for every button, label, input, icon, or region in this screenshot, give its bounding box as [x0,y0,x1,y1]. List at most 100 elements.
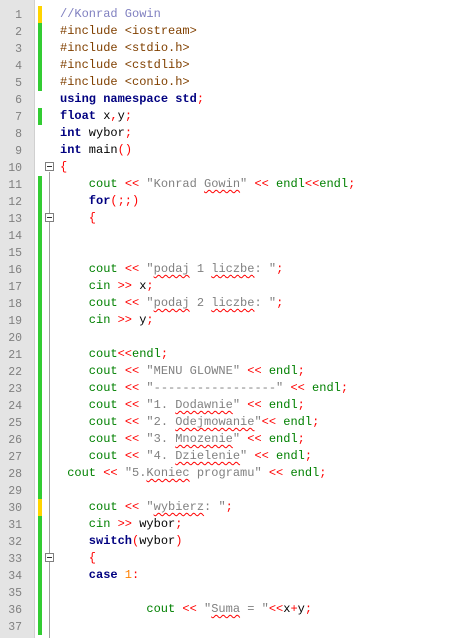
code-token: 2 [189,296,212,310]
code-text[interactable]: //Konrad Gowin [60,6,161,23]
code-line[interactable]: 2#include <iostream> [0,23,466,40]
code-token: " [146,262,154,276]
code-text[interactable]: int main() [60,142,132,159]
fold-toggle-icon[interactable] [45,553,54,562]
code-token: >> [117,279,133,293]
code-line[interactable]: 35 [0,584,466,601]
code-text[interactable]: switch(wybor) [89,533,183,550]
code-token: << [304,177,320,191]
code-line[interactable]: 15 [0,244,466,261]
code-text[interactable]: int wybor; [60,125,132,142]
code-line[interactable]: 10{ [0,159,466,176]
code-line[interactable]: 29 [0,482,466,499]
green-change-marker [38,482,42,499]
code-line[interactable]: 13{ [0,210,466,227]
code-text[interactable]: cout << "Suma = "<<x+y; [146,601,312,618]
code-token: cin [88,517,111,531]
code-token: ; [146,279,154,293]
code-text[interactable]: cout << "-----------------" << endl; [89,380,348,397]
code-token: Koniec [146,466,190,480]
line-number: 18 [8,298,22,311]
code-line[interactable]: 3#include <stdio.h> [0,40,466,57]
code-token [110,313,117,327]
code-token: endl [276,415,313,429]
line-number: 31 [8,519,22,532]
code-line[interactable]: 14 [0,227,466,244]
code-text[interactable]: cout << "3. Mnozenie" << endl; [89,431,305,448]
code-text[interactable]: for(;;) [89,193,139,210]
code-line[interactable]: 18 cout << "podaj 2 liczbe: "; [0,295,466,312]
green-change-marker [38,465,42,482]
code-line[interactable]: 5#include <conio.h> [0,74,466,91]
code-text[interactable]: cout << "5.Koniec programu" << endl; [67,465,326,482]
code-text[interactable]: #include <iostream> [60,23,197,40]
code-token: endl [283,466,320,480]
fold-toggle-icon[interactable] [45,213,54,222]
code-text[interactable]: cout << "MENU GLOWNE" << endl; [89,363,305,380]
code-text[interactable]: #include <cstdlib> [60,57,190,74]
code-line[interactable]: 1//Konrad Gowin [0,6,466,23]
code-text[interactable]: #include <stdio.h> [60,40,190,57]
code-token: x [132,279,147,293]
code-token [118,398,125,412]
code-line[interactable]: 4#include <cstdlib> [0,57,466,74]
code-token [118,466,125,480]
code-text[interactable]: { [60,159,67,176]
fold-toggle-icon[interactable] [45,162,54,171]
code-line[interactable]: 31 cin >> wybor; [0,516,466,533]
code-text[interactable]: cout << "4. Dzielenie" << endl; [89,448,312,465]
code-text[interactable]: { [89,210,96,227]
code-text[interactable]: cout << "podaj 2 liczbe: "; [89,295,283,312]
code-text[interactable]: cin >> wybor; [89,516,183,533]
code-token: Suma [211,602,241,616]
code-text[interactable]: cout<<endl; [89,346,168,363]
code-text[interactable]: cout << "wybierz: "; [89,499,233,516]
green-change-marker [38,397,42,414]
code-line[interactable]: 19 cin >> y; [0,312,466,329]
line-number: 19 [8,315,22,328]
code-text[interactable]: cout << "1. Dodawnie" << endl; [89,397,305,414]
green-change-marker [38,329,42,346]
code-text[interactable]: #include <conio.h> [60,74,190,91]
code-line[interactable]: 33{ [0,550,466,567]
code-token: endl [132,347,161,361]
code-line[interactable]: 37 [0,618,466,635]
code-text[interactable]: cout << "podaj 1 liczbe: "; [89,261,283,278]
code-text[interactable]: cin >> x; [89,278,154,295]
code-text[interactable]: cout << "2. Odejmowanie"<< endl; [89,414,319,431]
code-token: { [88,211,96,225]
green-change-marker [38,312,42,329]
code-text[interactable]: { [89,550,96,567]
code-token [110,517,117,531]
code-token: << [103,466,118,480]
code-text[interactable]: cin >> y; [89,312,154,329]
code-text[interactable]: cout << "Konrad Gowin" << endl<<endl; [89,176,356,193]
code-line[interactable]: 20 [0,329,466,346]
code-text[interactable]: using namespace std; [60,91,204,108]
green-change-marker [38,550,42,567]
code-text[interactable]: case 1: [89,567,139,584]
code-text[interactable]: float x,y; [60,108,132,125]
code-token: ; [297,432,305,446]
